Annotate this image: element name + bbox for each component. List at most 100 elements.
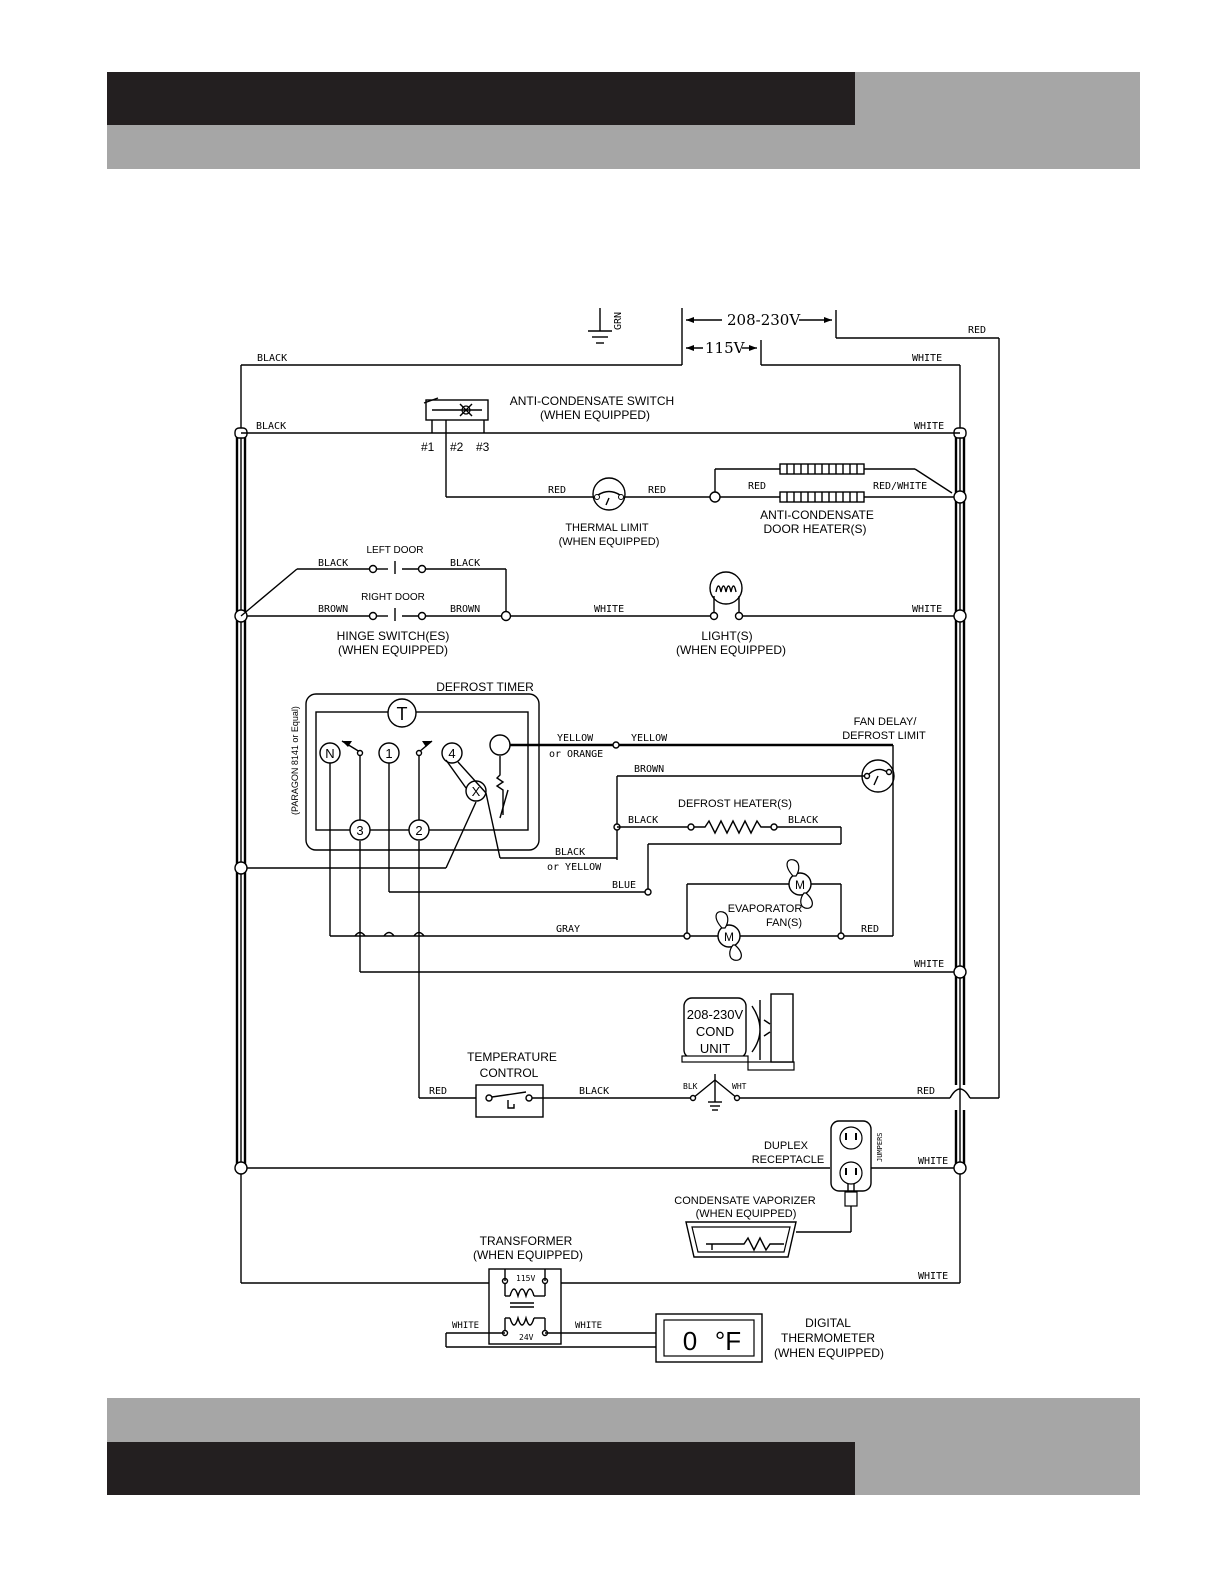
hinge-switch-label: HINGE SWITCH(ES) [337,629,450,643]
header-band-dark [107,72,855,125]
wire-label-gray: GRAY [556,924,580,935]
defrost-heater: DEFROST HEATER(S) BLACK BLACK [613,776,842,896]
wire-label-black-top: BLACK [257,353,287,364]
transformer: TRANSFORMER (WHEN EQUIPPED) 115V 24V WHI… [445,1234,656,1348]
timer-terminal-2: 2 [415,823,422,838]
evap-fan-motor-2: M [724,930,734,944]
ac-switch-sublabel: (WHEN EQUIPPED) [540,408,650,422]
hinge-switches: BLACK BLACK LEFT DOOR BROWN BROWN RIGHT … [240,545,710,657]
transformer-primary: 115V [516,1274,535,1283]
timer-terminal-3: 3 [356,823,363,838]
defrost-timer-model: (PARAGON 8141 or Equal) [290,706,300,815]
wire-label-wht: WHT [732,1082,747,1091]
wire-label-red-3: RED [748,481,766,492]
wire-label-brown-left: BROWN [318,604,348,615]
wire-label-black-or-yellow-2: or YELLOW [547,862,602,873]
power-supply: GRN 208-230V 115V RED BLACK WHITE [241,308,1000,1098]
temp-control-label: TEMPERATURE [467,1050,557,1064]
duplex-sublabel: RECEPTACLE [752,1154,825,1166]
timer-terminal-4: 4 [448,746,455,761]
vaporizer-sublabel: (WHEN EQUIPPED) [696,1208,797,1220]
door-heaters: RED RED/WHITE ANTI-CONDENSATE DOOR HEATE… [709,463,954,536]
ac-switch-label: ANTI-CONDENSATE SWITCH [510,394,674,408]
wire-label-white-light: WHITE [594,604,624,615]
wire-label-brown-right: BROWN [450,604,480,615]
temperature-control: TEMPERATURE CONTROL [467,1050,557,1118]
light-sublabel: (WHEN EQUIPPED) [676,643,786,657]
fan-delay-sublabel: DEFROST LIMIT [842,730,926,742]
jumpers-label: JUMPERS [876,1132,884,1162]
defrost-timer-label: DEFROST TIMER [436,680,534,694]
transformer-label: TRANSFORMER [480,1234,573,1248]
wire-label-black-tc: BLACK [579,1086,609,1097]
switch-terminal-1: #1 [421,440,435,454]
wire-label-white-rail: WHITE [914,421,944,432]
thermometer-sublabel: THERMOMETER [781,1331,875,1345]
wire-label-white-evap: WHITE [914,959,944,970]
wire-label-black-heater-1: BLACK [628,815,658,826]
vaporizer-label: CONDENSATE VAPORIZER [674,1195,815,1207]
light: WHITE LIGHT(S) (WHEN EQUIPPED) [676,571,954,657]
wire-label-white-tx-left: WHITE [452,1321,479,1331]
wire-label-yellow-2: YELLOW [631,733,668,744]
wire-label-yellow-1: YELLOW [557,733,594,744]
anti-condensate-switch: #1 #2 #3 ANTI-CONDENSATE SWITCH (WHEN EQ… [421,394,674,497]
temp-control-sublabel: CONTROL [480,1066,539,1080]
wire-label-red-fan: RED [861,924,879,935]
wire-label-black-rail: BLACK [256,421,286,432]
door-heater-label: ANTI-CONDENSATE [760,508,874,522]
wire-label-or-orange: or ORANGE [549,749,603,760]
door-heater-sublabel: DOOR HEATER(S) [763,522,866,536]
defrost-heater-label: DEFROST HEATER(S) [678,798,792,810]
fan-delay-defrost-limit: FAN DELAY/ DEFROST LIMIT BROWN [617,716,926,936]
cond-unit-line1: 208-230V [687,1007,744,1022]
timer-motor-t: T [397,704,408,724]
wire-label-red-1: RED [548,485,566,496]
wire-label-red-2: RED [648,485,666,496]
evaporator-fans: M M RED EVAPORATOR FAN(S) [683,859,893,961]
wire-label-red-white: RED/WHITE [873,481,927,492]
wire-label-red-supply: RED [968,325,986,336]
right-door-label: RIGHT DOOR [361,592,425,603]
wire-label-white-bottom: WHITE [918,1271,948,1282]
timer-terminal-1: 1 [385,746,392,761]
wire-label-red-cond: RED [917,1086,935,1097]
power-rails [234,365,971,1284]
wire-label-black-right: BLACK [450,558,480,569]
cond-unit-line3: UNIT [700,1041,730,1056]
condensate-vaporizer: CONDENSATE VAPORIZER (WHEN EQUIPPED) [674,1195,816,1258]
thermal-limit-label: THERMAL LIMIT [565,522,649,534]
left-door-label: LEFT DOOR [366,545,423,556]
footer-band-light [107,1398,1140,1442]
wire-label-black-left: BLACK [318,558,348,569]
header-band-light [855,72,1140,125]
evap-fan-label: EVAPORATOR [728,903,803,915]
wire-label-white-duplex: WHITE [918,1156,948,1167]
header-band-bottom [107,125,1140,169]
thermal-limit: THERMAL LIMIT (WHEN EQUIPPED) [559,477,659,548]
hinge-switch-sublabel: (WHEN EQUIPPED) [338,643,448,657]
wire-label-blk: BLK [683,1082,698,1091]
timer-terminal-n: N [325,746,334,761]
thermometer-unit: °F [715,1326,741,1356]
wire-label-black-heater-2: BLACK [788,815,818,826]
wire-label-blue: BLUE [612,880,636,891]
fan-delay-label: FAN DELAY/ [854,716,918,728]
switch-terminal-3: #3 [476,440,490,454]
wire-label-red-tc: RED [429,1086,447,1097]
digital-thermometer: 0 °F DIGITAL THERMOMETER (WHEN EQUIPPED) [655,1313,884,1363]
footer-band-dark [107,1442,855,1495]
light-label: LIGHT(S) [701,629,752,643]
transformer-sublabel: (WHEN EQUIPPED) [473,1248,583,1262]
thermometer-sublabel-2: (WHEN EQUIPPED) [774,1346,884,1360]
duplex-receptacle: DUPLEX RECEPTACLE JUMPERS WHITE [247,1120,954,1233]
wire-label-white-tx-right: WHITE [575,1321,602,1331]
defrost-timer: DEFROST TIMER (PARAGON 8141 or Equal) T … [290,680,540,851]
thermometer-label: DIGITAL [805,1316,851,1330]
cond-unit-line2: COND [696,1024,734,1039]
transformer-secondary: 24V [519,1333,534,1342]
footer-band-right [855,1442,1140,1495]
voltage-115-label: 115V [705,339,746,357]
thermometer-reading: 0 [683,1326,697,1356]
